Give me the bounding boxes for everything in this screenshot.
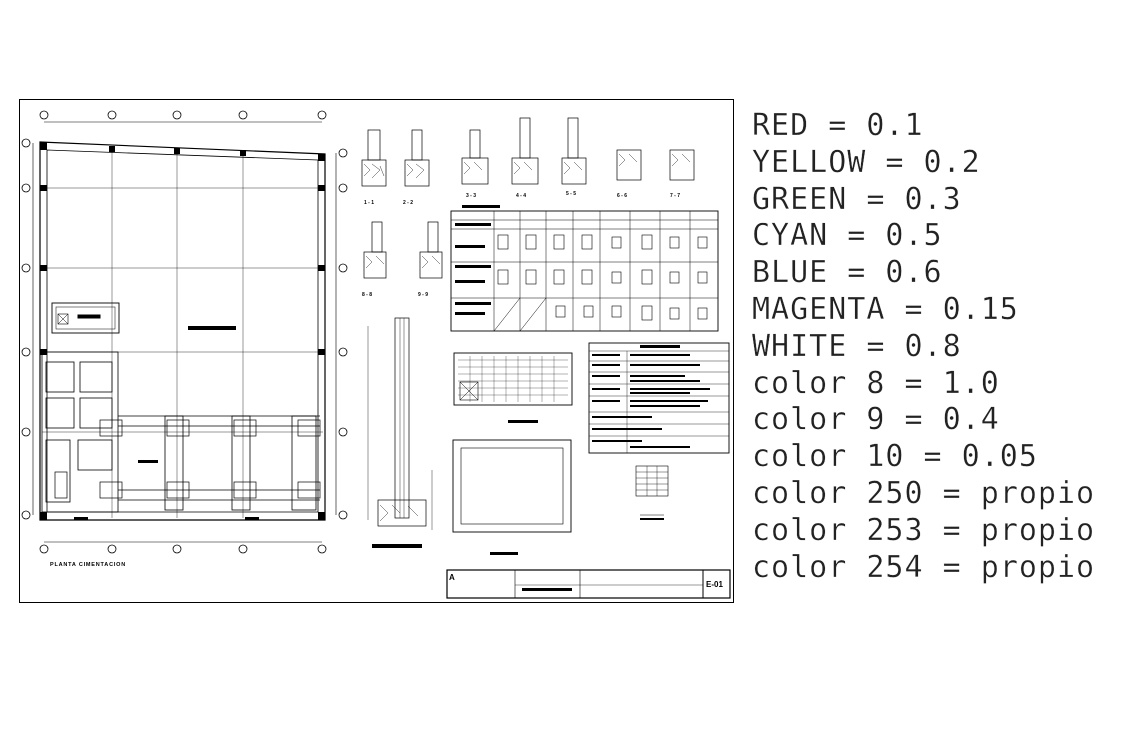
legend-item-green: GREEN = 0.3 [752, 181, 962, 217]
footing-sections [361, 117, 695, 279]
column-elevation [367, 317, 433, 548]
sheet-code: E-01 [706, 580, 723, 589]
section-label-9: 9 - 9 [418, 292, 428, 298]
revision-letter: A [449, 573, 455, 582]
specifications-box [588, 342, 730, 520]
slab-reinforcement-detail [452, 352, 573, 555]
section-label-4: 4 - 4 [516, 193, 526, 199]
legend-item-color-8: color 8 = 1.0 [752, 365, 1000, 401]
section-label-6: 6 - 6 [617, 193, 627, 199]
legend-item-color-250: color 250 = propio [752, 475, 1096, 511]
legend-item-cyan: CYAN = 0.5 [752, 218, 943, 254]
legend-item-magenta: MAGENTA = 0.15 [752, 291, 1019, 327]
plan-title: PLANTA CIMENTACION [50, 562, 126, 568]
legend-item-red: RED = 0.1 [752, 108, 924, 143]
section-label-1: 1 - 1 [364, 200, 374, 206]
section-label-2: 2 - 2 [403, 200, 413, 206]
legend-item-color-10: color 10 = 0.05 [752, 439, 1038, 475]
section-label-8: 8 - 8 [362, 292, 372, 298]
foundation-plan [21, 110, 348, 554]
legend-item-blue: BLUE = 0.6 [752, 255, 943, 291]
pen-weight-legend: RED = 0.1 YELLOW = 0.2 GREEN = 0.3 CYAN … [752, 108, 1095, 586]
column-schedule-table [450, 205, 719, 332]
section-label-5: 5 - 5 [566, 191, 576, 197]
sheet-border [19, 99, 734, 603]
section-label-7: 7 - 7 [670, 193, 680, 199]
legend-item-yellow: YELLOW = 0.2 [752, 144, 981, 180]
legend-item-color-9: color 9 = 0.4 [752, 402, 1000, 438]
legend-item-white: WHITE = 0.8 [752, 328, 962, 364]
legend-item-color-253: color 253 = propio [752, 512, 1096, 548]
legend-item-color-254: color 254 = propio [752, 549, 1096, 585]
title-block [446, 569, 731, 599]
section-label-3: 3 - 3 [466, 193, 476, 199]
